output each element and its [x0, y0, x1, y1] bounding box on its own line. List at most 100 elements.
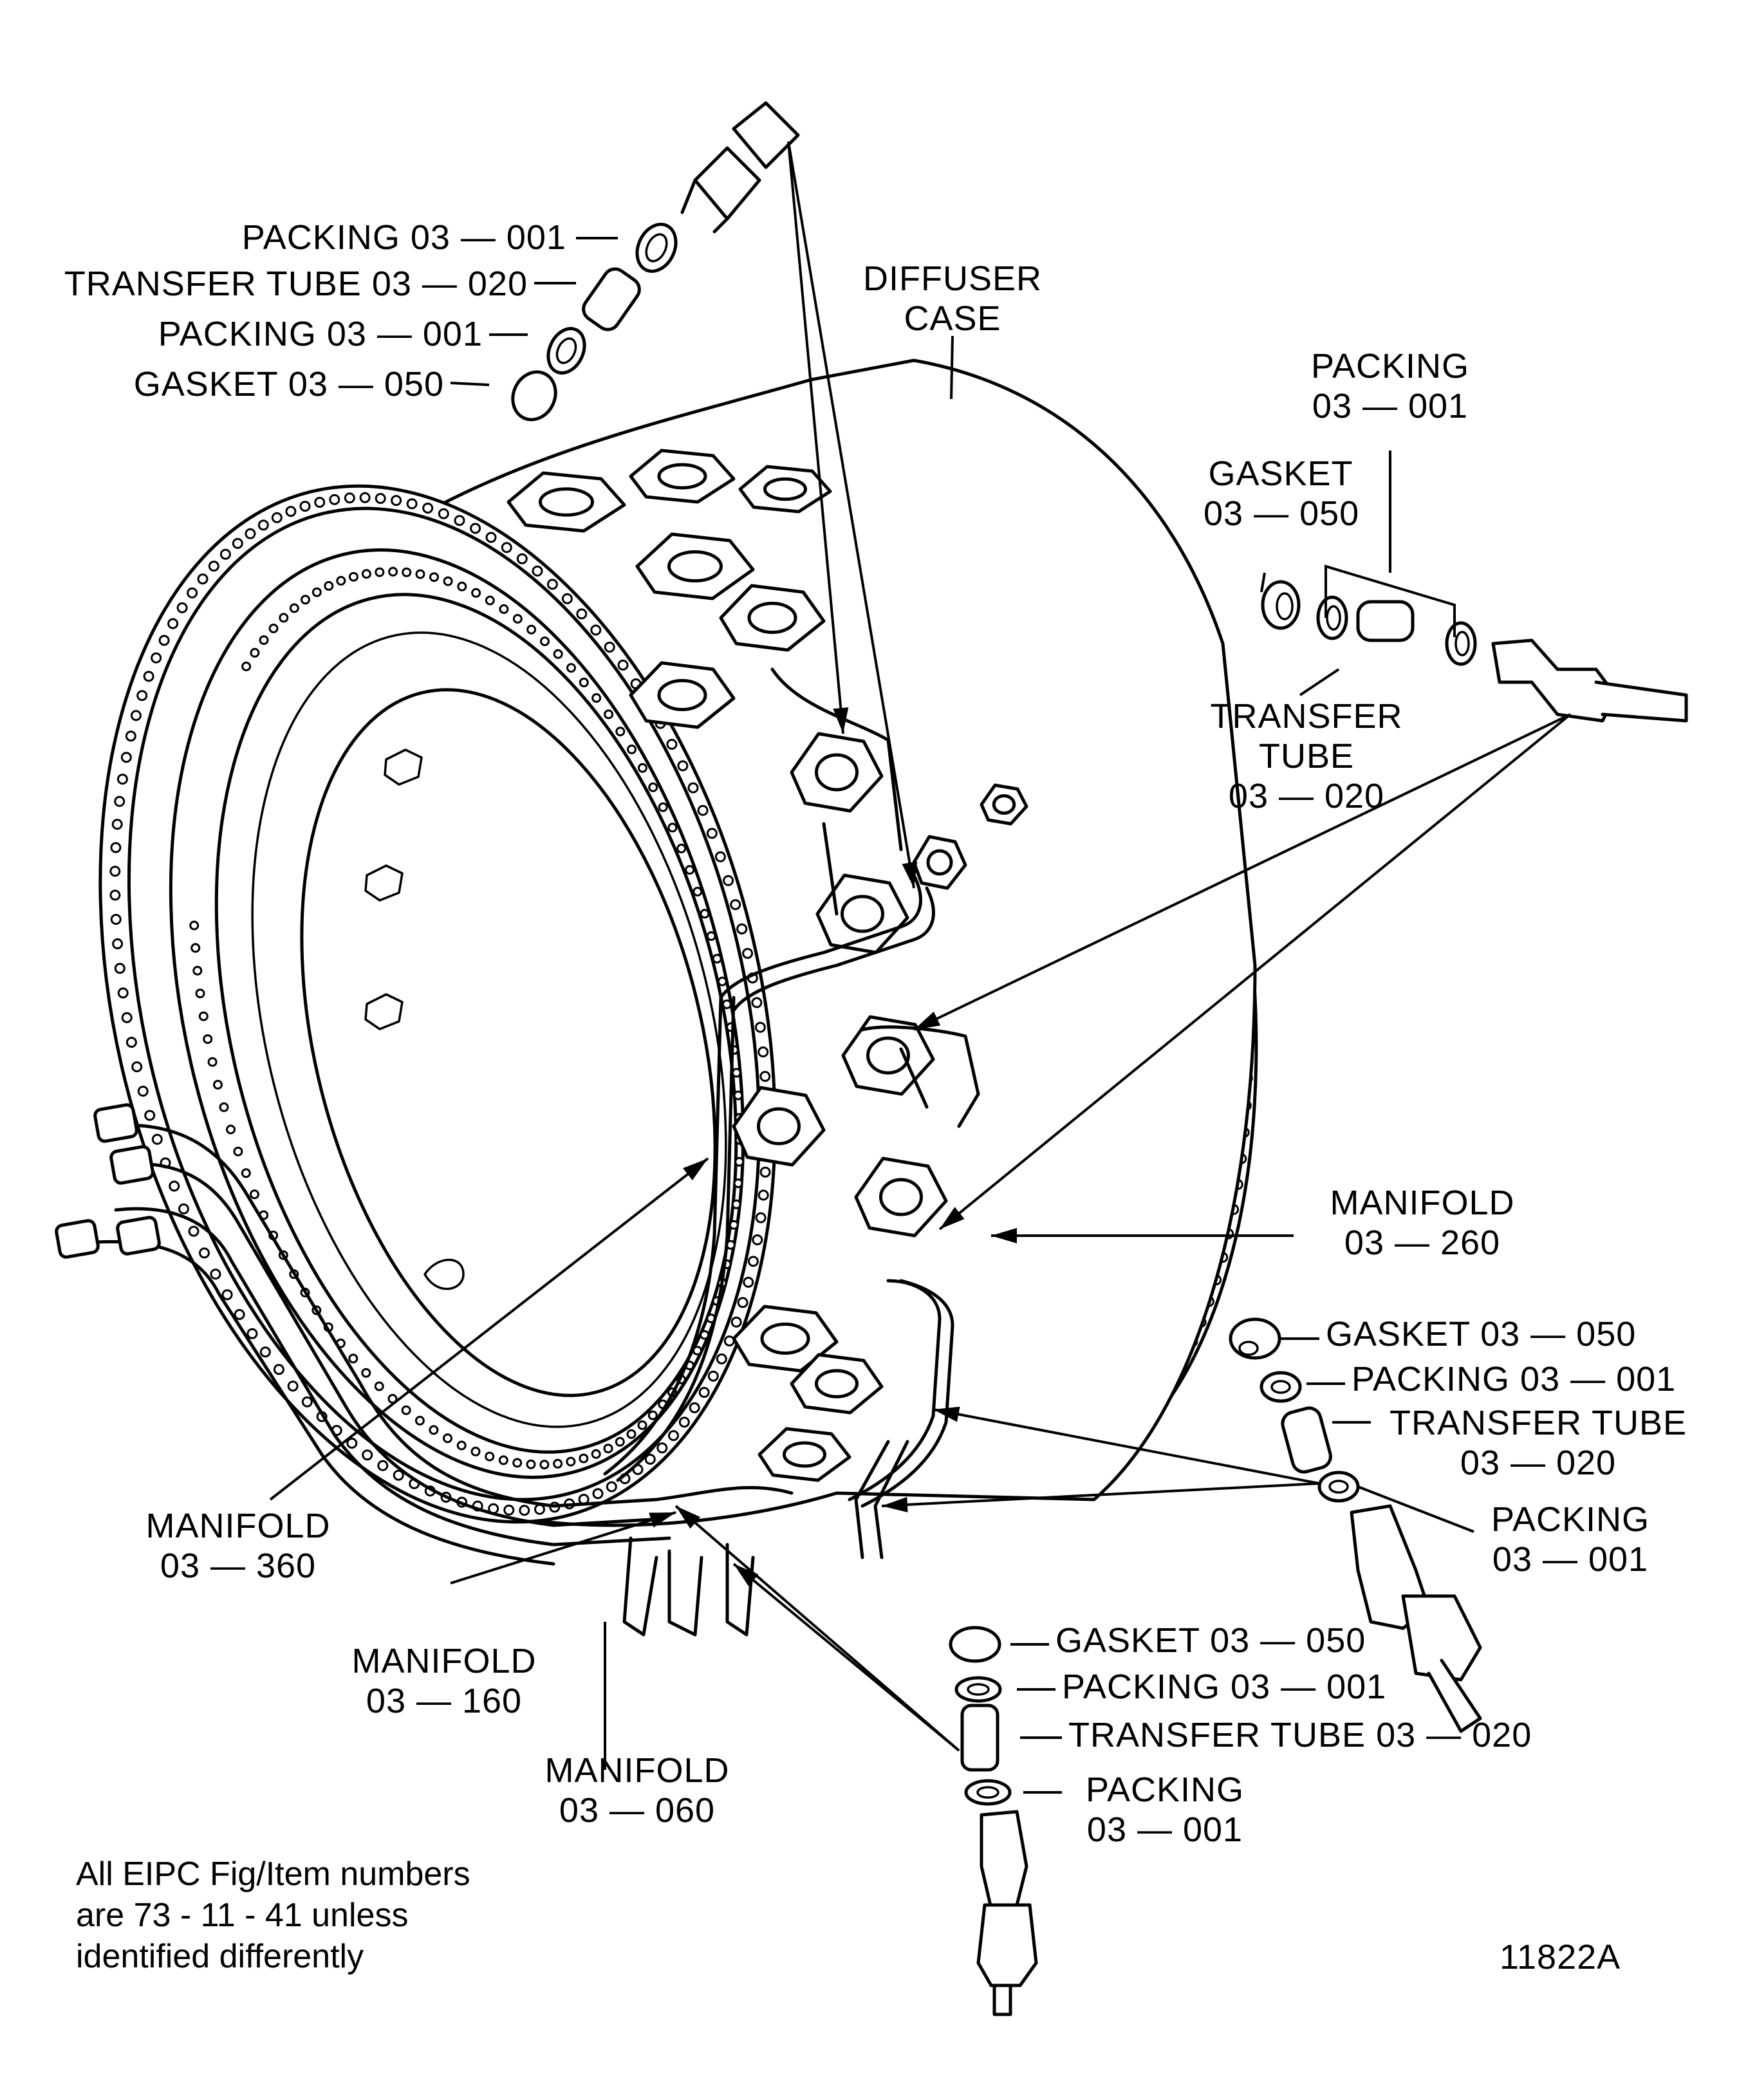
bolt-hole — [393, 1469, 404, 1481]
bolt-hole — [729, 1220, 739, 1230]
arrowhead — [933, 1406, 960, 1422]
bolt-hole — [422, 503, 434, 514]
bolt-hole — [751, 997, 763, 1008]
bolt-hole — [731, 1068, 741, 1078]
bolt-hole — [257, 519, 269, 531]
bolt-hole — [647, 1410, 658, 1420]
bolt-hole — [234, 1309, 245, 1320]
bolt-hole — [731, 1199, 741, 1209]
bolt-hole — [203, 1034, 213, 1045]
mounting-pad — [732, 1086, 826, 1167]
mounting-pad — [732, 1305, 839, 1373]
bolt-hole — [219, 1102, 229, 1112]
bolt-hole — [144, 1110, 156, 1121]
bolt-hole — [668, 1430, 679, 1442]
bolt-hole — [285, 506, 297, 517]
callout-line: 03 — 260 — [1344, 1223, 1501, 1262]
bolt-hole — [443, 576, 453, 586]
callout-line: 03 — 001 — [1492, 1540, 1649, 1579]
mounting-pad — [635, 532, 755, 600]
bolt-hole — [402, 567, 412, 577]
bolt-hole — [233, 1146, 243, 1157]
bolt-hole — [136, 690, 148, 702]
bolt-hole — [187, 587, 198, 599]
arrowhead — [833, 707, 849, 734]
note-line: identified differently — [76, 1938, 364, 1975]
callout-manifold-260: MANIFOLD 03 — 260 — [1300, 1183, 1545, 1263]
bolt-hole — [734, 1157, 745, 1167]
bolt-hole — [678, 1417, 690, 1428]
bolt-hole — [626, 1429, 637, 1439]
arrowhead — [676, 1506, 701, 1529]
pad-bore — [992, 794, 1016, 815]
bolt-hole — [485, 595, 495, 606]
leader-lines — [269, 141, 1572, 1794]
bolt-hole — [192, 965, 203, 976]
bolt-hole — [501, 542, 512, 553]
callout-line: MANIFOLD — [544, 1751, 730, 1790]
bolt-hole — [498, 1455, 508, 1465]
bolt-hole — [697, 804, 709, 816]
bolt-hole — [348, 1353, 358, 1364]
bolt-hole — [109, 866, 121, 877]
bolt-hole — [125, 730, 136, 742]
bolt-hole — [470, 523, 481, 534]
bolt-hole — [698, 1387, 710, 1398]
front-flange-bolt-holes — [109, 492, 772, 1516]
callout-line: PACKING — [1085, 1770, 1245, 1809]
bolt-hole — [226, 1124, 236, 1135]
bolt-hole — [336, 575, 346, 586]
bolt-hole — [526, 624, 537, 635]
bolt-hole — [454, 515, 465, 526]
bolt-hole — [208, 561, 219, 572]
bolt-hole — [301, 595, 310, 605]
bolt-hole — [375, 567, 385, 577]
callout-line: MANIFOLD — [351, 1642, 537, 1680]
bolt-hole — [314, 497, 326, 508]
bolt-hole — [752, 1234, 763, 1245]
bolt-hole — [361, 569, 371, 579]
bolt-hole — [429, 572, 439, 582]
pad-bore — [747, 602, 797, 634]
note-line: are 73 - 11 - 41 unless — [76, 1897, 409, 1934]
pad-bore — [815, 1369, 859, 1398]
bolt-hole — [443, 1433, 452, 1444]
bolt-hole — [169, 1180, 180, 1192]
bolt-hole — [415, 569, 425, 579]
bolt-hole — [221, 1289, 233, 1301]
bolt-hole — [359, 492, 371, 503]
bolt-hole — [637, 763, 647, 773]
bolt-hole — [747, 1256, 759, 1267]
bolt-hole — [414, 1415, 425, 1426]
bolt-hole — [712, 954, 722, 964]
bolt-hole — [627, 744, 637, 754]
bolt-hole — [207, 1057, 218, 1067]
bolt-hole — [374, 1381, 384, 1391]
pad-bore — [657, 463, 707, 490]
bolt-hole — [604, 709, 614, 720]
bolt-hole — [232, 537, 243, 549]
bolt-hole — [299, 501, 311, 512]
bolt-hole — [561, 593, 573, 604]
exploded-fittings-top-left — [511, 101, 800, 422]
callout-gasket-bottom: GASKET 03 — 050 — [1055, 1621, 1366, 1660]
bolt-hole — [377, 1460, 389, 1471]
bolt-hole — [590, 624, 602, 636]
bolt-hole — [361, 1368, 371, 1378]
bolt-hole — [289, 603, 299, 613]
callout-diffuser-line-2: CASE — [904, 299, 1001, 338]
callout-line: 03 — 001 — [1086, 1810, 1243, 1849]
bolt-hole — [603, 1444, 613, 1454]
bolt-hole — [700, 1330, 710, 1340]
callout-manifold-360: MANIFOLD 03 — 360 — [129, 1506, 348, 1586]
callout-transfer-tube-top-left: TRANSFER TUBE 03 — 020 — [64, 265, 528, 303]
bolt-hole — [471, 588, 481, 598]
pad-bore — [841, 895, 884, 933]
exploded-fittings-bottom-center — [949, 1626, 1038, 2016]
arrowhead — [991, 1228, 1017, 1243]
callout-transfer-tube-top-right: TRANSFER TUBE 03 — 020 — [1204, 696, 1409, 816]
eipc-note: All EIPC Fig/Item numbers are 73 - 11 - … — [76, 1854, 470, 1977]
bolt-hole — [191, 943, 201, 953]
bolt-hole — [687, 782, 699, 794]
bolt-hole — [736, 923, 748, 934]
